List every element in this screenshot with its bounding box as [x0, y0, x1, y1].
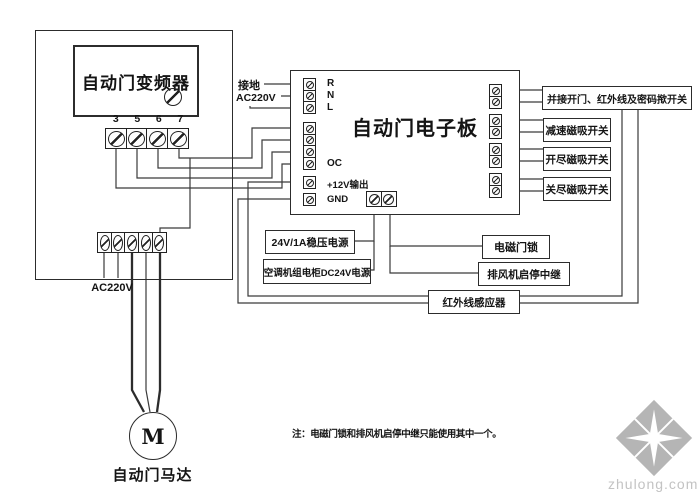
board-12v-terminal: [303, 176, 316, 189]
screw-terminal-icon: [489, 95, 502, 109]
terminal-oc-label: OC: [327, 158, 342, 169]
screw-icon: [164, 88, 182, 106]
board-right-pair-4: [489, 173, 502, 198]
converter-box: 自动门变频器: [73, 45, 199, 117]
converter-enclosure: [35, 30, 233, 280]
terminal-number: 3: [112, 113, 119, 125]
screw-terminal-icon: [167, 128, 190, 149]
board-right-pair-2: [489, 114, 502, 139]
motor-letter: M: [141, 423, 165, 449]
converter-top-terminal-strip: [105, 128, 190, 149]
screw-terminal-icon: [97, 232, 112, 253]
ground-label: 接地: [238, 80, 260, 92]
screw-terminal-icon: [105, 128, 127, 149]
terminal-r-label: R: [327, 78, 335, 89]
motor-ac-label: AC220V: [91, 282, 133, 294]
screw-terminal-icon: [151, 232, 167, 253]
motor-symbol: M: [129, 412, 177, 460]
screw-terminal-icon: [146, 128, 169, 149]
psu-24v-box: 24V/1A稳压电源: [265, 230, 355, 254]
screw-terminal-icon: [303, 157, 316, 171]
full-open-magnetic-switch-box: 开尽磁吸开关: [543, 147, 611, 171]
board-motor-terminals: [303, 122, 316, 171]
screw-terminal-icon: [366, 191, 382, 207]
screw-terminal-icon: [303, 176, 316, 189]
terminal-gnd-label: GND: [327, 194, 349, 205]
board-right-pair-1: [489, 84, 502, 109]
converter-bottom-terminal-strip: [97, 232, 167, 253]
terminal-number: 5: [134, 113, 141, 125]
board-right-pair-3: [489, 143, 502, 168]
decel-magnetic-switch-box: 减速磁吸开关: [543, 118, 611, 142]
screw-terminal-icon: [489, 184, 502, 198]
board-gnd-terminal: [303, 193, 316, 206]
screw-terminal-icon: [380, 191, 397, 207]
zhulong-logo-icon: [615, 399, 693, 477]
terminal-number: 7: [177, 113, 184, 125]
board-bottom-terminals: [366, 191, 397, 207]
screw-terminal-icon: [303, 133, 316, 147]
screw-terminal-icon: [125, 128, 148, 149]
terminal-l-label: L: [327, 102, 334, 113]
screw-terminal-icon: [489, 125, 502, 139]
screw-terminal-icon: [303, 145, 316, 159]
fan-relay-box: 排风机启停中继: [478, 262, 570, 286]
converter-terminal-numbers: 3 5 6 7: [105, 113, 191, 125]
electronic-board: [290, 70, 520, 215]
board-title: 自动门电子板: [352, 118, 478, 140]
motor-label: 自动门马达: [112, 467, 193, 484]
screw-terminal-icon: [303, 89, 316, 103]
watermark-text: zhulong.com: [608, 476, 699, 492]
ac220v-label: AC220V: [236, 92, 276, 104]
screw-terminal-icon: [489, 84, 502, 97]
screw-terminal-icon: [303, 78, 316, 91]
psu-ac-cabinet-box: 空调机组电柜DC24V电源: [263, 259, 371, 284]
note-text: 注：电磁门锁和排风机启停中继只能使用其中一个。: [292, 429, 502, 440]
screw-terminal-icon: [303, 193, 316, 206]
screw-terminal-icon: [303, 122, 316, 135]
terminal-n-label: N: [327, 90, 335, 101]
screw-terminal-icon: [489, 154, 502, 168]
door-lock-box: 电磁门锁: [482, 235, 550, 259]
terminal-12v-label: +12V输出: [327, 180, 369, 191]
terminal-number: 6: [155, 113, 162, 125]
board-power-terminals: [303, 78, 316, 115]
full-close-magnetic-switch-box: 关尽磁吸开关: [543, 177, 611, 201]
open-ir-password-switch-box: 并接开门、红外线及密码揿开关: [542, 86, 692, 110]
converter-title: 自动门变频器: [82, 73, 190, 93]
ir-sensor-box: 红外线感应器: [428, 290, 520, 314]
screw-terminal-icon: [303, 101, 316, 115]
